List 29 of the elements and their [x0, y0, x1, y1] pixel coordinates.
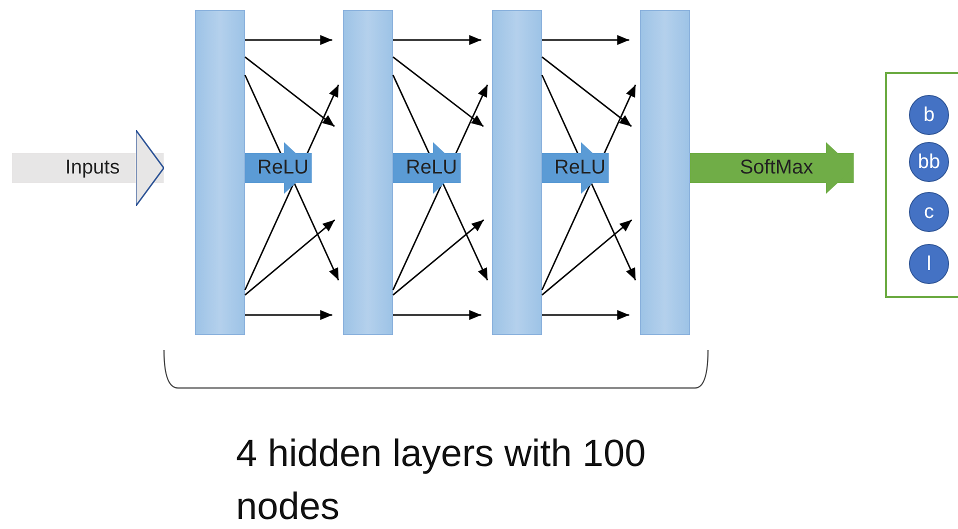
arrow	[393, 35, 482, 45]
edge-label: ReLU	[257, 156, 309, 180]
output-panel	[885, 72, 958, 298]
layer-bar	[195, 10, 245, 335]
class-circle: b	[909, 95, 949, 135]
block-arrow	[12, 129, 165, 207]
layer-bar	[640, 10, 690, 335]
class-circle: bb	[909, 142, 949, 182]
layer-bar	[343, 10, 393, 335]
class-circle: l	[909, 244, 949, 284]
class-circle: c	[909, 192, 949, 232]
edge-label: ReLU	[406, 156, 458, 180]
edge-label: ReLU	[554, 156, 606, 180]
block-arrow	[245, 142, 312, 194]
edge-label: Inputs	[65, 156, 120, 180]
arrow	[245, 310, 332, 320]
arrow	[542, 310, 630, 320]
arrow	[392, 56, 484, 128]
arrow	[392, 219, 484, 296]
edge-label: SoftMax	[740, 156, 814, 180]
arrow	[245, 35, 332, 45]
caption-note: 4 hidden layers with 100 nodes	[236, 432, 647, 529]
arrow	[244, 219, 336, 296]
layer-bar	[492, 10, 542, 335]
arrow	[542, 35, 630, 45]
arrow	[244, 56, 335, 127]
arrow	[542, 219, 632, 296]
arrow	[542, 56, 632, 127]
arrow	[393, 310, 482, 320]
